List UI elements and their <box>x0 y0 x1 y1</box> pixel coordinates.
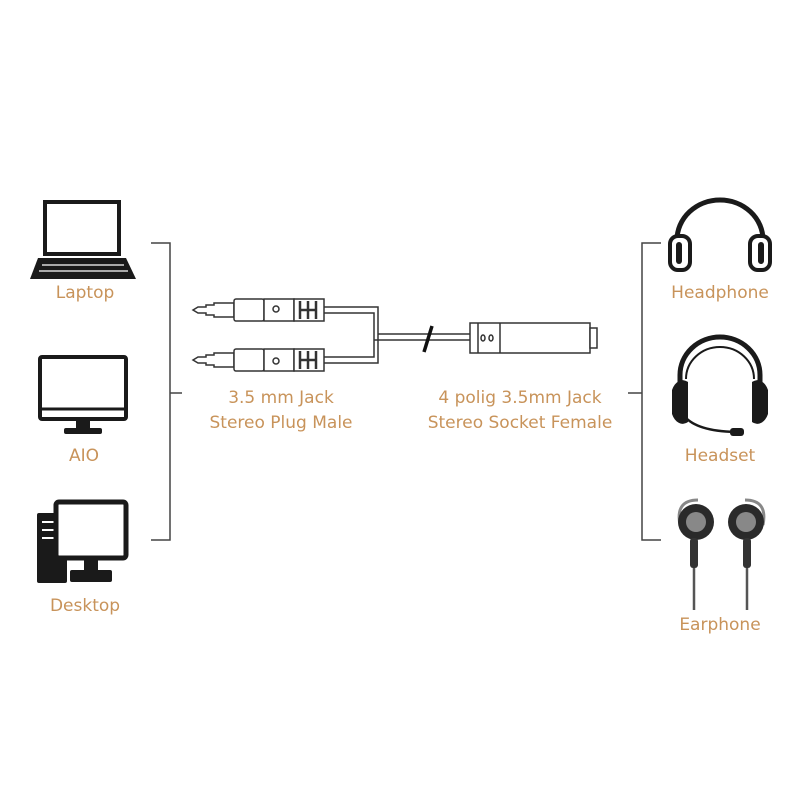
headset-icon <box>672 334 768 436</box>
source-label-laptop: Laptop <box>55 283 115 303</box>
source-label-aio: AIO <box>68 446 100 466</box>
earphone-icon <box>677 498 766 610</box>
right-bracket <box>628 242 661 541</box>
headphone-icon <box>668 197 772 272</box>
socket-label-line2: Stereo Socket Female <box>427 413 613 433</box>
plug-label-line2: Stereo Plug Male <box>209 413 353 433</box>
desktop-pc-icon <box>37 499 129 583</box>
plug-label-line1: 3.5 mm Jack <box>228 388 334 408</box>
output-label-headphone: Headphone <box>671 283 769 303</box>
plug-headphone <box>191 348 325 372</box>
stereo-plug-cable <box>191 298 598 372</box>
monitor-icon <box>38 355 128 434</box>
output-label-headset: Headset <box>684 446 756 466</box>
laptop-icon <box>30 200 136 279</box>
socket-label-line1: 4 polig 3.5mm Jack <box>438 388 602 408</box>
output-label-earphone: Earphone <box>679 615 761 635</box>
left-bracket <box>151 242 182 541</box>
socket-female <box>469 322 598 354</box>
source-label-desktop: Desktop <box>49 596 121 616</box>
plug-mic <box>191 298 325 322</box>
